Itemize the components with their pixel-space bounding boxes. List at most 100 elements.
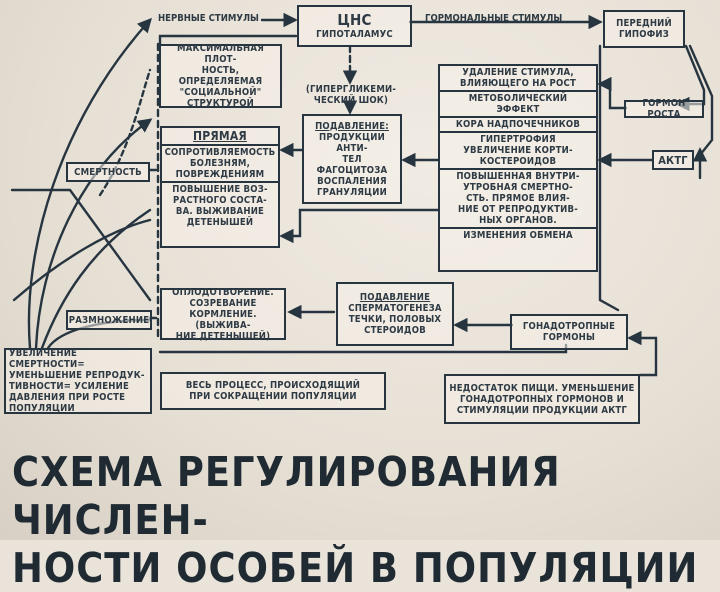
r2b: ЭФФЕКТ	[496, 104, 540, 115]
suppression-line-5: ГРАНУЛЯЦИИ	[317, 186, 387, 198]
connector-arrows	[10, 12, 714, 377]
node-hypoglycemic-shock: (ГИПЕРГЛИКЕМИ- ЧЕСКИЙ ШОК)	[286, 80, 416, 110]
gonad-line-2: ГОРМОНЫ	[542, 332, 596, 343]
direct-heading: ПРЯМАЯ	[162, 128, 278, 146]
poster-title-line-2: НОСТИ ОСОБЕЙ В ПОПУЛЯЦИИ	[12, 544, 699, 592]
node-cns: ЦНС ГИПОТАЛАМУС	[297, 5, 412, 47]
density-line-1: МАКСИМАЛЬНАЯ ПЛОТ-	[176, 43, 264, 65]
node-increase-mortality: УВЕЛИЧЕНИЕ СМЕРТНОСТИ= УМЕНЬШЕНИЕ РЕПРОД…	[4, 348, 152, 414]
r3: КОРА НАДПОЧЕЧНИКОВ	[455, 119, 581, 130]
direct-2a: ПОВЫШЕНИЕ ВОЗ-	[172, 184, 268, 195]
r4c: КОСТЕРОИДОВ	[479, 156, 557, 167]
effect-metabolic: МЕТОБОЛИЧЕСКИЙ ЭФФЕКТ	[440, 92, 596, 118]
effect-growth-stimulus: УДАЛЕНИЕ СТИМУЛА, ВЛИЯЮЩЕГО НА РОСТ	[440, 66, 596, 92]
node-food-shortage: НЕДОСТАТОК ПИЩИ. УМЕНЬШЕНИЕ ГОНАДОТРОПНЫ…	[444, 374, 640, 424]
effect-intrauterine: ПОВЫШЕННАЯ ВНУТРИ- УТРОБНАЯ СМЕРТНО- СТЬ…	[440, 170, 596, 229]
arrow-column-to-direct	[279, 208, 440, 244]
fert-line-2: СОЗРЕВАНИЕ	[189, 297, 257, 309]
r2a: МЕТОБОЛИЧЕСКИЙ	[468, 93, 568, 104]
r6: ИЗМЕНЕНИЯ ОБМЕНА	[463, 230, 573, 241]
food-line-2: ГОНАДОТРОПНЫХ ГОРМОНОВ И	[459, 393, 625, 405]
line-cns-left	[158, 34, 298, 46]
increase-line-5: ПОПУЛЯЦИИ	[9, 403, 75, 414]
direct-2b: РАСТНОГО СОСТА-	[173, 195, 267, 206]
curve-mid	[40, 208, 152, 350]
suppression-line-3: ФАГОЦИТОЗА	[316, 164, 388, 176]
growth-hormone-label: ГОРМОН РОСТА	[642, 98, 686, 120]
suppression-line-1: ПРОДУКЦИИ АНТИ-	[319, 131, 385, 154]
increase-line-4: ДАВЛЕНИЯ ПРИ РОСТЕ	[9, 392, 126, 403]
fert-line-3: КОРМЛЕНИЕ. (ВЫЖИВА-	[189, 308, 257, 331]
node-spermatogenesis: ПОДАВЛЕНИЕ СПЕРМАТОГЕНЕЗА ТЕЧКИ, ПОЛОВЫХ…	[336, 282, 454, 346]
suppression-line-4: ВОСПАЛЕНИЯ	[317, 175, 387, 187]
suppression-heading: ПОДАВЛЕНИЕ:	[315, 120, 389, 132]
r5b: УТРОБНАЯ СМЕРТНО-	[463, 182, 573, 193]
fert-line-4: НИЕ ДЕТЕНЫШЕЙ)	[175, 330, 271, 342]
r4b: УВЕЛИЧЕНИЕ КОРТИ-	[463, 145, 573, 156]
r5d: НИЕ ОТ РЕПРОДУКТИВ-	[457, 204, 578, 215]
cns-subtitle: ГИПОТАЛАМУС	[316, 29, 393, 40]
node-gonadotropic: ГОНАДОТРОПНЫЕ ГОРМОНЫ	[510, 314, 628, 350]
density-line-3: "СОЦИАЛЬНОЙ"	[179, 87, 262, 98]
arrow-food-to-gonad	[627, 330, 658, 377]
line-pituitary-to-gonad	[598, 44, 620, 312]
effect-adrenal-cortex: КОРА НАДПОЧЕЧНИКОВ	[440, 118, 596, 133]
r4a: ГИПЕРТРОФИЯ	[480, 134, 556, 145]
shock-line-1: (ГИПЕРГЛИКЕМИ-	[305, 84, 397, 95]
sperm-line-1: ПОДАВЛЕНИЕ	[359, 292, 431, 303]
node-effects-column: УДАЛЕНИЕ СТИМУЛА, ВЛИЯЮЩЕГО НА РОСТ МЕТО…	[438, 64, 598, 272]
arrow-pituitary-to-growth	[675, 44, 706, 112]
density-line-4: СТРУКТУРОЙ	[186, 98, 255, 109]
increase-line-1: УВЕЛИЧЕНИЕ СМЕРТНОСТИ=	[9, 348, 85, 370]
shock-line-2: ЧЕСКИЙ ШОК)	[313, 95, 389, 106]
direct-2c: ВА. ВЫЖИВАНИЕ	[175, 206, 265, 217]
cross-line-b	[12, 218, 152, 302]
node-max-density: МАКСИМАЛЬНАЯ ПЛОТ- НОСТЬ, ОПРЕДЕЛЯЕМАЯ "…	[159, 43, 282, 109]
food-line-3: СТИМУЛЯЦИИ ПРОДУКЦИИ АКТГ	[456, 404, 628, 416]
node-whole-process: ВЕСЬ ПРОЦЕСС, ПРОИСХОДЯЩИЙ ПРИ СОКРАЩЕНИ…	[160, 372, 386, 410]
node-direct: ПРЯМАЯ СОПРОТИВЛЯЕМОСТЬ БОЛЕЗНЯМ, ПОВРЕЖ…	[160, 126, 280, 248]
node-growth-hormone: ГОРМОН РОСТА	[624, 98, 704, 120]
fert-line-1: ОПЛОДОТВОРЕНИЕ.	[172, 286, 274, 298]
reproduction-label: РАЗМНОЖЕНИЕ	[68, 314, 150, 326]
arrow-growth-to-column	[597, 76, 628, 110]
r5a: ПОВЫШЕННАЯ ВНУТРИ-	[456, 171, 580, 182]
poster-title-line-1: СХЕМА РЕГУЛИРОВАНИЯ ЧИСЛЕН-	[12, 448, 561, 544]
node-anterior-pituitary: ПЕРЕДНИЙ ГИПОФИЗ	[603, 10, 685, 48]
process-line-2: ПРИ СОКРАЩЕНИИ ПОПУЛЯЦИИ	[189, 391, 357, 402]
direct-heading-text: ПРЯМАЯ	[193, 129, 247, 143]
line-bottom-loop	[158, 343, 568, 354]
node-reproduction: РАЗМНОЖЕНИЕ	[66, 310, 152, 330]
poster-title: СХЕМА РЕГУЛИРОВАНИЯ ЧИСЛЕН- НОСТИ ОСОБЕЙ…	[12, 448, 712, 592]
cns-title: ЦНС	[337, 11, 372, 29]
mortality-label: СМЕРТНОСТЬ	[74, 166, 142, 178]
increase-line-2: УМЕНЬШЕНИЕ РЕПРОДУК-	[9, 370, 145, 381]
r5e: НЫХ ОРГАНОВ.	[479, 215, 557, 226]
node-fertilization: ОПЛОДОТВОРЕНИЕ. СОЗРЕВАНИЕ КОРМЛЕНИЕ. (В…	[160, 286, 286, 342]
sperm-line-4: СТЕРОИДОВ	[364, 325, 426, 336]
curve-density	[34, 118, 153, 350]
node-suppression-immune: ПОДАВЛЕНИЕ: ПРОДУКЦИИ АНТИ- ТЕЛ ФАГОЦИТО…	[302, 114, 402, 204]
pituitary-line-2: ГИПОФИЗ	[618, 29, 670, 40]
density-line-2: НОСТЬ, ОПРЕДЕЛЯЕМАЯ	[178, 65, 263, 87]
label-nervous-stimuli: НЕРВНЫЕ СТИМУЛЫ	[158, 13, 259, 24]
r1a: УДАЛЕНИЕ СТИМУЛА,	[462, 67, 574, 78]
r5c: СТЬ. ПРЯМОЕ ВЛИЯ-	[466, 193, 570, 204]
food-line-1: НЕДОСТАТОК ПИЩИ. УМЕНЬШЕНИЕ	[449, 382, 635, 394]
direct-age-structure: ПОВЫШЕНИЕ ВОЗ- РАСТНОГО СОСТА- ВА. ВЫЖИВ…	[162, 183, 278, 229]
direct-resistance: СОПРОТИВЛЯЕМОСТЬ БОЛЕЗНЯМ, ПОВРЕЖДЕНИЯМ	[162, 146, 278, 183]
gonad-line-1: ГОНАДОТРОПНЫЕ	[522, 321, 616, 332]
increase-line-3: ТИВНОСТИ= УСИЛЕНИЕ	[9, 381, 130, 392]
curve-nervous	[27, 17, 152, 350]
cross-line-a	[10, 188, 152, 302]
sperm-line-3: ТЕЧКИ, ПОЛОВЫХ	[348, 314, 442, 325]
direct-1b: БОЛЕЗНЯМ,	[189, 158, 251, 169]
node-mortality: СМЕРТНОСТЬ	[66, 162, 150, 182]
direct-2d: ДЕТЕНЫШЕЙ	[186, 217, 254, 228]
pituitary-line-1: ПЕРЕДНИЙ	[616, 18, 672, 29]
sperm-line-2: СПЕРМАТОГЕНЕЗА	[348, 303, 442, 314]
actg-label: АКТГ	[658, 153, 688, 167]
label-hormonal-stimuli: ГОРМОНАЛЬНЫЕ СТИМУЛЫ	[425, 13, 563, 24]
effect-hypertrophy: ГИПЕРТРОФИЯ УВЕЛИЧЕНИЕ КОРТИ- КОСТЕРОИДО…	[440, 133, 596, 170]
